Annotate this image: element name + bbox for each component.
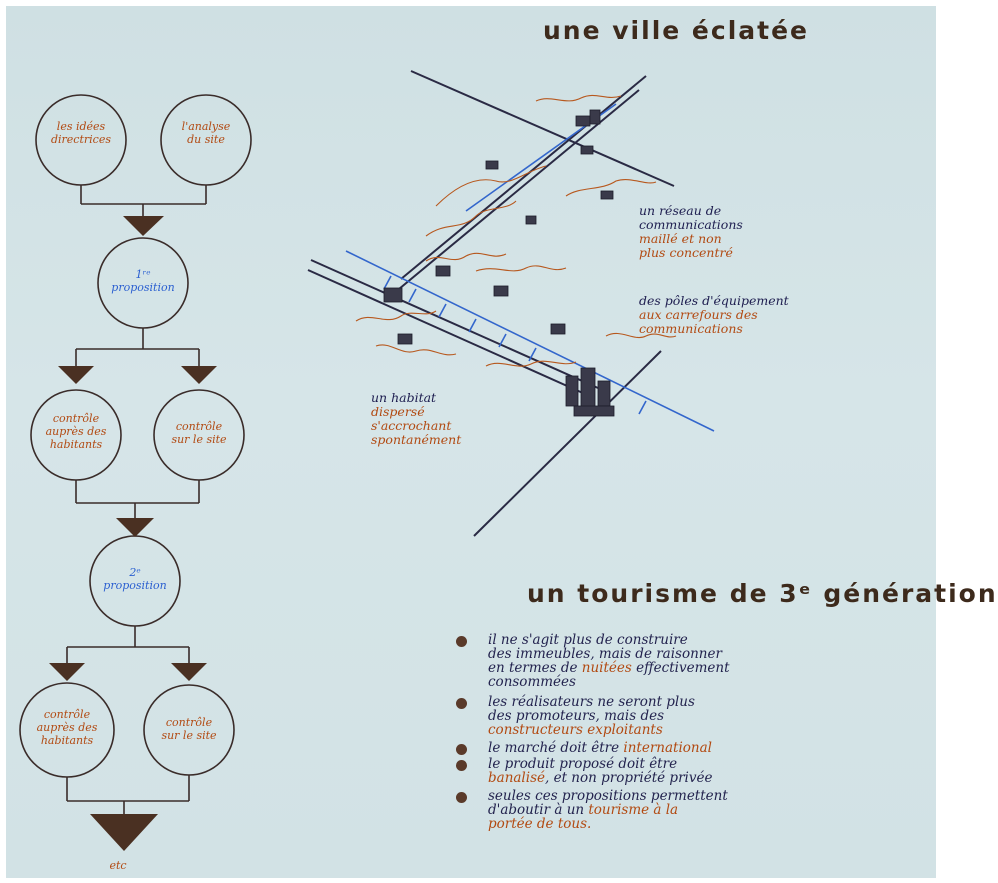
building-cluster-5 — [383, 287, 403, 303]
annotation-reseau: un réseau de communications maillé et no… — [639, 203, 743, 260]
building-cluster-4 — [435, 265, 451, 277]
contour-1 — [435, 165, 547, 207]
bullet-dot — [456, 744, 467, 755]
arrow-down-2a — [58, 366, 94, 384]
bullet-dot — [456, 760, 467, 771]
road-long-1 — [310, 259, 599, 389]
bullet-1: il ne s'agit plus de construire des imme… — [456, 633, 926, 689]
label-etc: etc — [109, 859, 127, 872]
road-diag-2 — [398, 89, 640, 290]
building-cluster-2 — [485, 160, 499, 170]
annotation-poles: des pôles d'équipement aux carrefours de… — [639, 293, 789, 336]
annotation-habitat: un habitat dispersé s'accrochant spontan… — [371, 390, 462, 447]
title-ville-eclatee: une ville éclatée — [543, 16, 809, 45]
arrow-down-final — [90, 814, 158, 851]
arrow-down-3 — [116, 518, 154, 537]
arrow-down-4b — [171, 663, 207, 681]
slide: une ville éclatée un tourisme de 3ᵉ géné… — [6, 6, 996, 878]
building-cluster-6 — [493, 285, 509, 297]
bullet-dot — [456, 698, 467, 709]
flowchart — [19, 94, 252, 851]
arrow-down-1 — [123, 216, 164, 236]
bullet-4: le produit proposé doit être banalisé, e… — [456, 757, 926, 785]
building-cluster-7 — [397, 333, 413, 345]
road-top — [410, 70, 675, 187]
arrow-down-4a — [49, 663, 85, 681]
building-towers — [565, 375, 579, 407]
arrow-down-2b — [181, 366, 217, 384]
building-cluster-1 — [575, 115, 591, 127]
bullet-list: il ne s'agit plus de construire des imme… — [456, 633, 926, 831]
road-long-2 — [307, 269, 595, 399]
building-cluster-3 — [600, 190, 614, 200]
city-network-map — [307, 70, 715, 537]
building-cluster-8 — [550, 323, 566, 335]
bullet-dot — [456, 792, 467, 803]
road-bottom — [473, 350, 662, 537]
bullet-5: seules ces propositions permettent d'abo… — [456, 789, 926, 831]
bullet-2: les réalisateurs ne seront plus des prom… — [456, 695, 926, 737]
rail-line — [345, 250, 715, 432]
bullet-dot — [456, 636, 467, 647]
road-diag-1 — [400, 75, 647, 280]
title-tourisme: un tourisme de 3ᵉ génération — [527, 579, 998, 608]
bullet-3: le marché doit être international — [456, 741, 926, 755]
